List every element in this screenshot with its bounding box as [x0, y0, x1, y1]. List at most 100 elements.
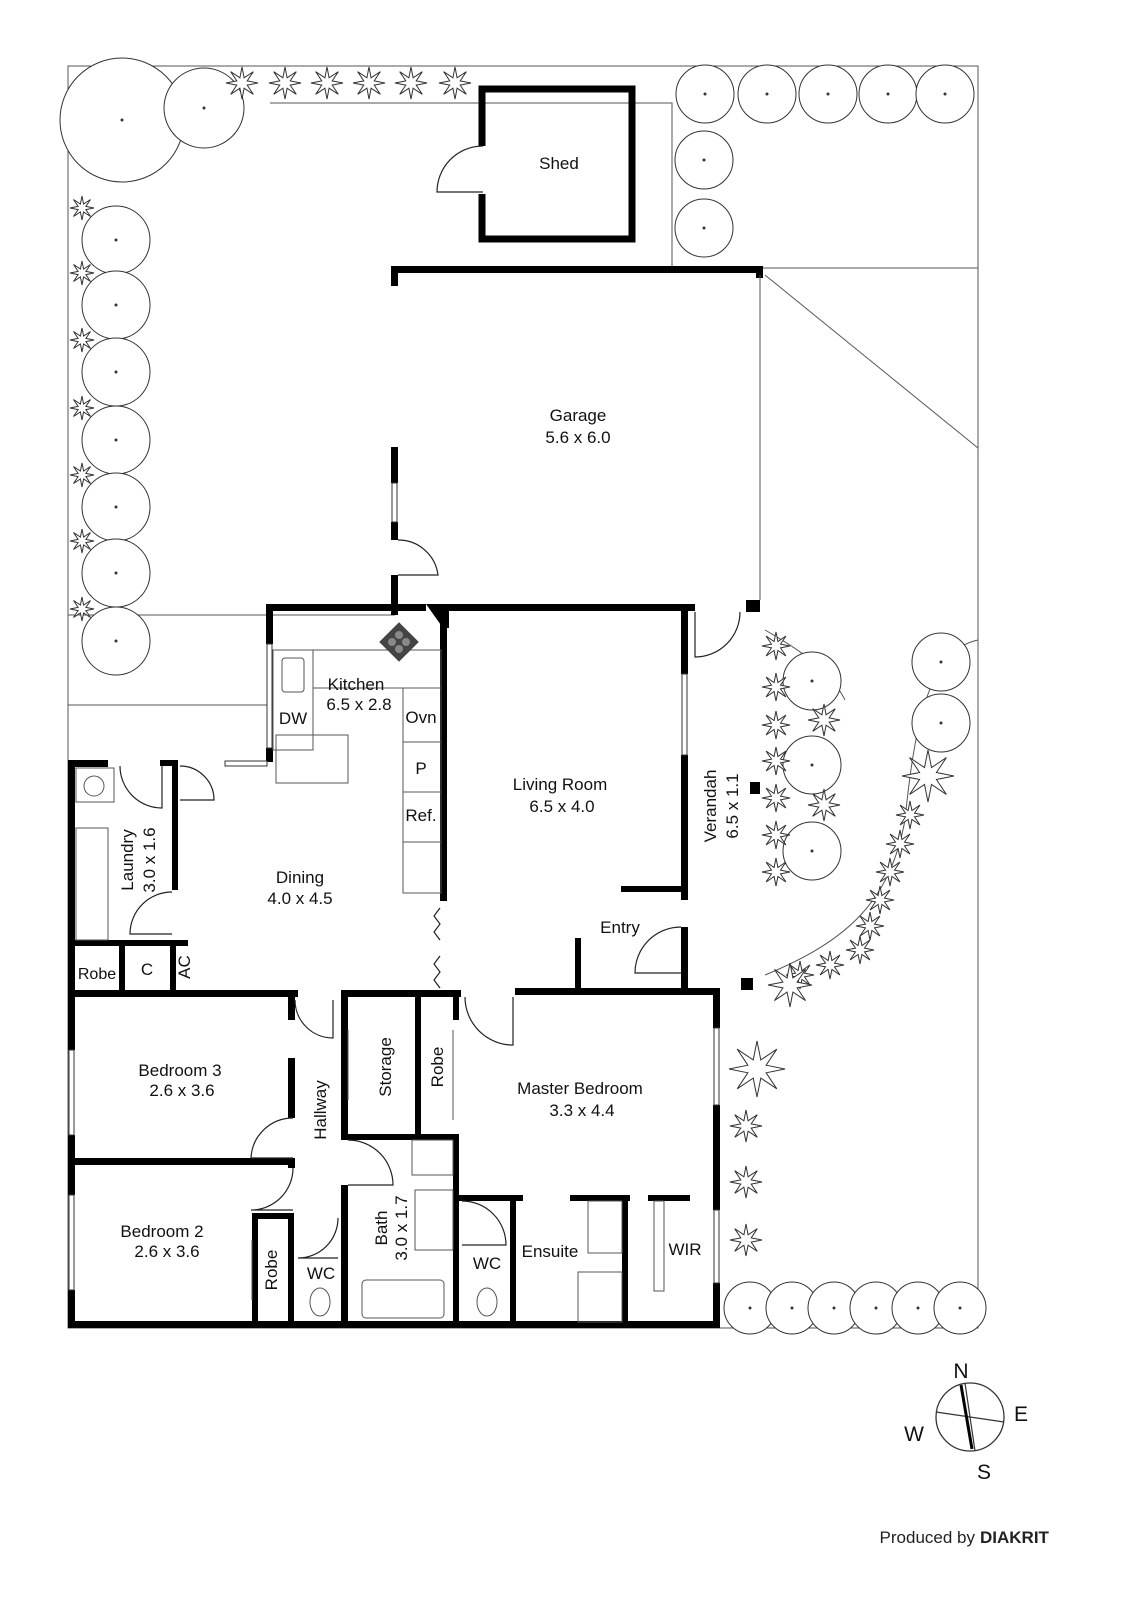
shrub-icon	[729, 1165, 763, 1199]
door-laundry-ext	[119, 765, 163, 809]
tree-center-icon	[114, 505, 118, 509]
garage-wall-right-post-2	[746, 600, 760, 612]
shrub-icon	[729, 1109, 763, 1143]
garage-label: Garage	[550, 406, 607, 425]
ac-label: AC	[175, 955, 194, 979]
cupboard-label: C	[141, 960, 153, 979]
tree-center-icon	[202, 106, 206, 110]
storage-top-wall	[341, 990, 461, 997]
shrub-icon	[807, 788, 841, 822]
garage-wall-left-bottom	[391, 575, 398, 615]
master-top-wall	[515, 988, 720, 995]
shrub-icon	[761, 710, 791, 740]
robe-c-wall-top	[68, 940, 188, 946]
tree-center-icon	[826, 92, 830, 96]
trees-group	[59, 57, 987, 1335]
shrub-icon	[69, 327, 95, 353]
property-boundary	[67, 65, 979, 1329]
c-ac-wall	[170, 940, 176, 996]
laundry-label: Laundry	[118, 829, 137, 891]
shrub-icon	[875, 857, 905, 887]
garage-size: 5.6 x 6.0	[545, 428, 610, 447]
bath-label: Bath	[372, 1211, 391, 1246]
shrub-icon	[761, 820, 791, 850]
window-garage	[391, 482, 398, 523]
garage-wall-right-post	[756, 266, 763, 278]
wc1-label: WC	[307, 1264, 335, 1283]
shrub-icon	[69, 260, 95, 286]
shrub-icon	[69, 395, 95, 421]
shrub-icon	[885, 829, 915, 859]
house-wall-left	[68, 760, 75, 1050]
door-hallway	[294, 999, 334, 1039]
shrub-icon	[69, 596, 95, 622]
storage-robe-wall	[415, 990, 421, 1134]
wir-label: WIR	[668, 1240, 701, 1259]
shrub-icon	[807, 703, 841, 737]
living-label: Living Room	[513, 775, 608, 794]
tree-center-icon	[790, 1306, 794, 1310]
kitchen-sink	[281, 657, 305, 693]
garage-wall-left-mid	[391, 447, 398, 483]
ensuite-shower	[577, 1271, 623, 1323]
pantry-label: P	[415, 759, 426, 778]
shrub-icon	[767, 962, 813, 1008]
tree-center-icon	[958, 1306, 962, 1310]
credit-brand: DIAKRIT	[980, 1528, 1050, 1547]
shrub-icon	[268, 66, 302, 100]
shrub-icon	[728, 1040, 786, 1098]
laundry-wall-right	[172, 760, 178, 890]
shrub-icon	[69, 528, 95, 554]
wc2-label: WC	[473, 1254, 501, 1273]
shrub-icon	[761, 631, 791, 661]
shrub-icon	[729, 1223, 763, 1257]
door-wc2	[461, 1200, 507, 1246]
robe-c-wall-mid	[119, 940, 125, 996]
wir-top-wall	[648, 1195, 690, 1201]
tree-center-icon	[916, 1306, 920, 1310]
verandah-post-2	[741, 978, 753, 990]
bedroom2-size: 2.6 x 3.6	[134, 1242, 199, 1261]
bath-wall-left	[341, 1185, 348, 1328]
path-line	[270, 102, 673, 268]
shrub-icon	[895, 800, 925, 830]
robe-bed2-wall-top	[252, 1213, 294, 1219]
door-verandah	[694, 611, 741, 658]
tree-center-icon	[120, 118, 124, 122]
ensuite-top-wall	[453, 1195, 523, 1201]
ovn-label: Ovn	[405, 708, 436, 727]
wc2-ensuite-wall	[510, 1195, 516, 1328]
tree-center-icon	[939, 721, 943, 725]
shed-door	[436, 145, 484, 193]
robe-bed2-label: Robe	[262, 1250, 281, 1291]
shrub-icon	[394, 66, 428, 100]
kitchen-island	[275, 734, 349, 784]
house-wall-top-living	[443, 604, 695, 611]
kitchen-counter-top	[312, 649, 442, 689]
shrub-icon	[310, 66, 344, 100]
garage-wall-left-upper	[391, 266, 398, 286]
hallway-wall-left-low	[288, 1158, 295, 1168]
compass-n: N	[953, 1360, 968, 1383]
verandah-post	[750, 782, 760, 794]
window-bed2	[68, 1194, 75, 1291]
entry-wall	[621, 886, 683, 892]
window-dining	[224, 760, 268, 767]
compass-e: E	[1014, 1403, 1028, 1426]
bath-size: 3.0 x 1.7	[392, 1195, 411, 1260]
house-wall-right-master	[713, 988, 720, 1028]
kitchen-counter-left	[272, 649, 314, 751]
bath-shower	[411, 1139, 454, 1176]
house-wall-right-master-low	[713, 1283, 720, 1328]
cooktop-icon	[379, 622, 419, 662]
shrub-icon	[761, 783, 791, 813]
shrubs-group	[69, 66, 955, 1257]
tree-center-icon	[114, 370, 118, 374]
wir-shelf	[653, 1200, 665, 1292]
kitchen-label: Kitchen	[328, 675, 385, 694]
window-wir	[713, 1209, 720, 1284]
tree-center-icon	[114, 639, 118, 643]
ref-label: Ref.	[405, 806, 436, 825]
shrub-icon	[352, 66, 386, 100]
